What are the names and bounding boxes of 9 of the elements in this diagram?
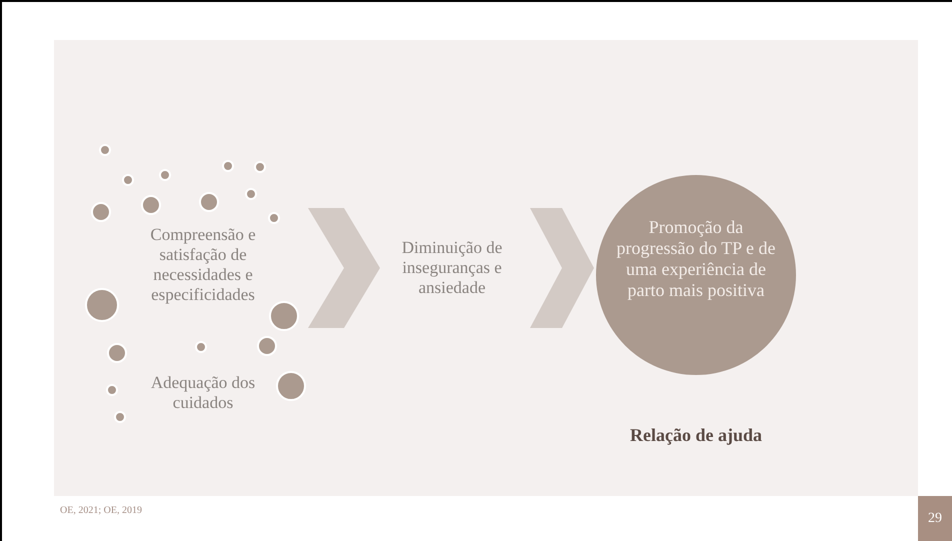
text-label: Compreensão e satisfação de necessidades e especificidades [149,225,257,305]
chevron-arrow [530,208,594,328]
text-label: Diminuição de inseguranças e ansiedade [400,238,504,298]
node-label: Relação de ajuda [629,425,763,445]
page-number: 29 [918,496,952,541]
source-note: OE, 2021; OE, 2019 [60,505,142,516]
circle-text: Promoção da progressão do TP e de uma experiência de parto mais positiva [616,217,776,301]
text-label: Adequação dos cuidados [150,373,256,413]
chevron-arrow [308,208,380,328]
